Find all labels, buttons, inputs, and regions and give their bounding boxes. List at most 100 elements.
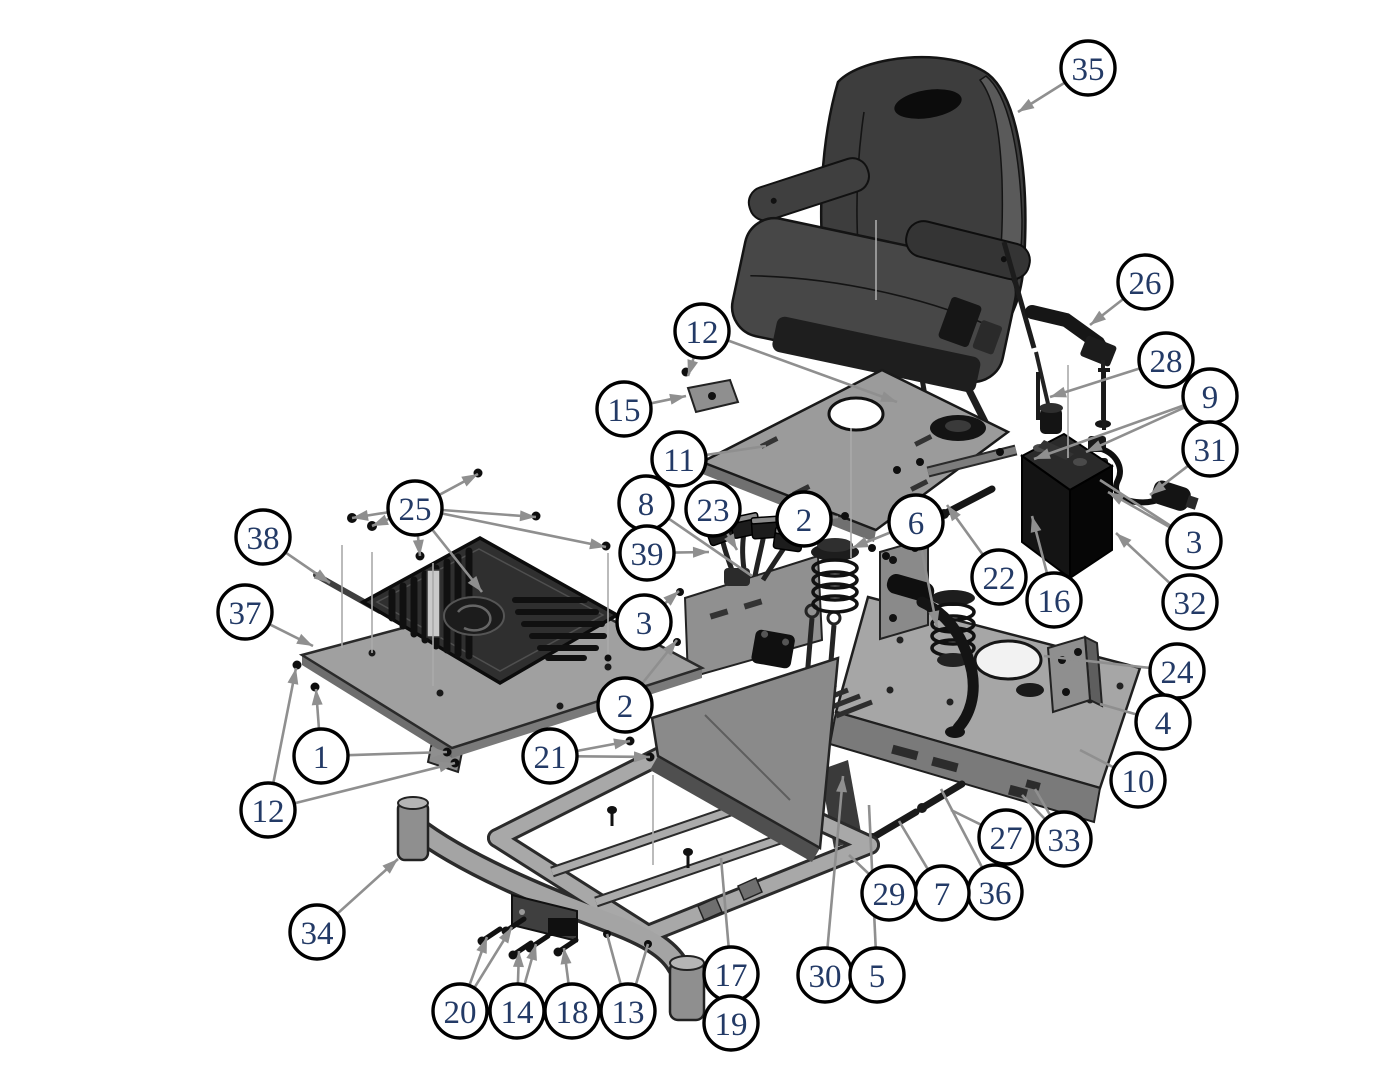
callout-number: 25: [399, 492, 432, 528]
callout-circle[interactable]: [650, 430, 708, 488]
callout-5[interactable]: 5: [848, 946, 906, 1004]
callout-circle[interactable]: [1116, 253, 1174, 311]
callout-circle[interactable]: [1025, 571, 1083, 629]
leader-line: [1033, 403, 1186, 461]
hitch-hole: [519, 909, 525, 915]
callout-circle[interactable]: [521, 727, 579, 785]
callout-circle[interactable]: [599, 982, 657, 1040]
callout-number: 26: [1129, 266, 1162, 302]
callout-circle[interactable]: [216, 583, 274, 641]
callout-36[interactable]: 36: [966, 863, 1024, 921]
callout-circle[interactable]: [970, 548, 1028, 606]
callout-number: 17: [715, 958, 748, 994]
callout-34[interactable]: 34: [288, 903, 346, 961]
callout-23[interactable]: 23: [684, 480, 742, 538]
callout-number: 9: [1202, 380, 1219, 416]
callout-circle[interactable]: [684, 480, 742, 538]
callout-number: 4: [1155, 706, 1172, 742]
battery-terminal: [1073, 458, 1087, 466]
callout-circle[interactable]: [615, 593, 673, 651]
callout-18[interactable]: 18: [543, 982, 601, 1040]
callout-circle[interactable]: [977, 808, 1035, 866]
callout-2[interactable]: 2: [596, 676, 654, 734]
callout-27[interactable]: 27: [977, 808, 1035, 866]
callout-circle[interactable]: [1134, 693, 1192, 751]
callout-circle[interactable]: [292, 727, 350, 785]
callout-circle[interactable]: [386, 479, 444, 537]
callout-19[interactable]: 19: [702, 994, 760, 1052]
callout-30[interactable]: 30: [796, 946, 854, 1004]
callout-number: 32: [1174, 586, 1207, 622]
callout-circle[interactable]: [431, 982, 489, 1040]
callout-3[interactable]: 3: [1165, 512, 1223, 570]
callout-31[interactable]: 31: [1181, 420, 1239, 478]
callout-circle[interactable]: [596, 676, 654, 734]
callout-11[interactable]: 11: [650, 430, 708, 488]
leader-arrowhead: [687, 359, 699, 376]
leader-line: [1043, 654, 1151, 670]
callout-circle[interactable]: [860, 864, 918, 922]
callout-9[interactable]: 9: [1181, 367, 1239, 425]
callout-circle[interactable]: [234, 508, 292, 566]
leader-arrowhead: [1018, 98, 1035, 112]
callout-38[interactable]: 38: [234, 508, 292, 566]
callout-12[interactable]: 12: [239, 781, 297, 839]
callout-6[interactable]: 6: [887, 493, 945, 551]
callout-39[interactable]: 39: [618, 524, 676, 582]
callout-32[interactable]: 32: [1161, 573, 1219, 631]
callout-28[interactable]: 28: [1137, 331, 1195, 389]
callout-circle[interactable]: [887, 493, 945, 551]
callout-circle[interactable]: [543, 982, 601, 1040]
callout-circle[interactable]: [775, 490, 833, 548]
lever-foot: [945, 726, 965, 738]
callout-14[interactable]: 14: [488, 982, 546, 1040]
callout-circle[interactable]: [1059, 39, 1117, 97]
callout-33[interactable]: 33: [1035, 810, 1093, 868]
callout-circle[interactable]: [1181, 420, 1239, 478]
leader-line: [950, 808, 983, 827]
callout-4[interactable]: 4: [1134, 693, 1192, 751]
leader-line: [826, 775, 845, 949]
callout-1[interactable]: 1: [292, 727, 350, 785]
callout-2[interactable]: 2: [775, 490, 833, 548]
callout-35[interactable]: 35: [1059, 39, 1117, 97]
callout-15[interactable]: 15: [595, 380, 653, 438]
callout-circle[interactable]: [1161, 573, 1219, 631]
callout-13[interactable]: 13: [599, 982, 657, 1040]
callout-circle[interactable]: [1035, 810, 1093, 868]
callout-17[interactable]: 17: [702, 945, 760, 1003]
callout-29[interactable]: 29: [860, 864, 918, 922]
callout-7[interactable]: 7: [913, 864, 971, 922]
callout-37[interactable]: 37: [216, 583, 274, 641]
callout-circle[interactable]: [1109, 751, 1167, 809]
callout-number: 2: [796, 503, 813, 539]
callout-12[interactable]: 12: [673, 302, 731, 360]
callout-10[interactable]: 10: [1109, 751, 1167, 809]
callout-26[interactable]: 26: [1116, 253, 1174, 311]
callout-22[interactable]: 22: [970, 548, 1028, 606]
leader-arrowhead: [296, 633, 313, 646]
callout-25[interactable]: 25: [386, 479, 444, 537]
callout-circle[interactable]: [618, 524, 676, 582]
callout-number: 12: [686, 315, 719, 351]
callout-circle[interactable]: [595, 380, 653, 438]
callout-circle[interactable]: [1137, 331, 1195, 389]
callout-8[interactable]: 8: [617, 474, 675, 532]
callout-circle[interactable]: [239, 781, 297, 839]
callout-16[interactable]: 16: [1025, 571, 1083, 629]
callout-21[interactable]: 21: [521, 727, 579, 785]
callout-circle[interactable]: [288, 903, 346, 961]
deck-grommet: [1016, 683, 1044, 697]
leader-line: [705, 444, 767, 457]
leader-arrowhead: [1086, 440, 1103, 452]
leader-arrowhead: [313, 569, 330, 583]
callout-24[interactable]: 24: [1148, 642, 1206, 700]
callout-3[interactable]: 3: [615, 593, 673, 651]
callout-circle[interactable]: [673, 302, 731, 360]
leader-arrowhead: [880, 391, 897, 402]
callout-20[interactable]: 20: [431, 982, 489, 1040]
leader-arrowhead: [461, 474, 478, 487]
callout-circle[interactable]: [1165, 512, 1223, 570]
callout-circle[interactable]: [702, 994, 760, 1052]
callout-circle[interactable]: [848, 946, 906, 1004]
